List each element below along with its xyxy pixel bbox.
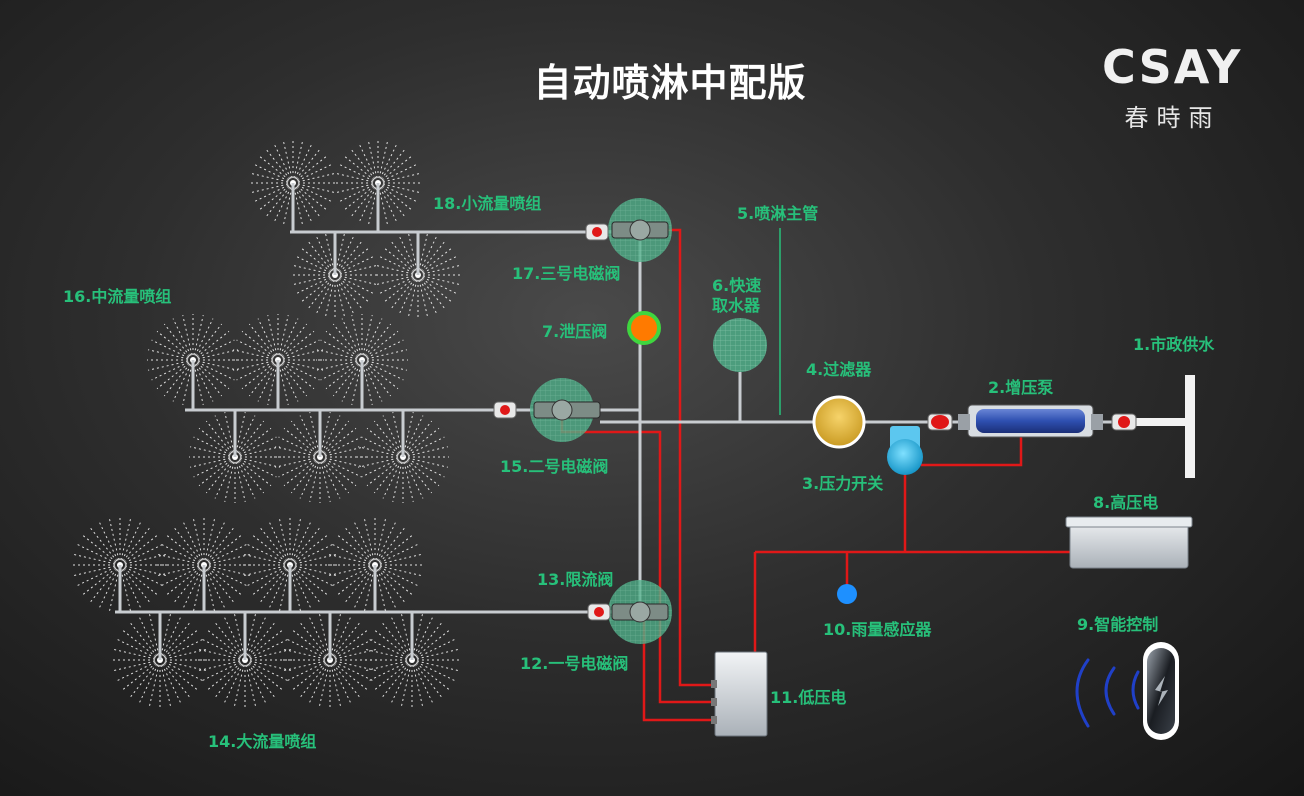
label-flow-limit-valve: 13.限流阀 bbox=[537, 570, 614, 589]
label-solenoid-2: 15.二号电磁阀 bbox=[500, 457, 609, 476]
label-solenoid-1: 12.一号电磁阀 bbox=[520, 654, 629, 673]
quick-water-intake[interactable] bbox=[713, 318, 767, 372]
solenoid-valve-2[interactable] bbox=[530, 378, 601, 442]
rain-sensor[interactable] bbox=[837, 584, 857, 604]
wire-solenoid-1 bbox=[642, 615, 715, 722]
medium-sprinkler-head bbox=[357, 411, 449, 503]
ball-valve-medium[interactable] bbox=[493, 401, 517, 419]
ball-valve-pump-in[interactable] bbox=[1111, 413, 1137, 431]
label-low-voltage: 11.低压电 bbox=[770, 688, 847, 707]
label-relief-valve: 7.泄压阀 bbox=[542, 322, 608, 341]
wire-pump-switch bbox=[921, 432, 1023, 467]
smart-control-device[interactable] bbox=[1143, 642, 1179, 740]
page-title: 自动喷淋中配版 bbox=[533, 61, 807, 105]
medium-sprinkler-head bbox=[316, 314, 408, 406]
csay-logo: CSAY bbox=[1102, 40, 1242, 92]
medium-sprinkler-head bbox=[232, 314, 324, 406]
large-sprinkler-head bbox=[242, 517, 338, 613]
label-pressure-switch: 3.压力开关 bbox=[802, 474, 884, 493]
high-voltage-box[interactable] bbox=[1065, 516, 1193, 569]
small-sprinkler-head bbox=[249, 139, 337, 227]
brand-chinese-name: 春時雨 bbox=[1124, 104, 1221, 132]
label-booster-pump: 2.增压泵 bbox=[988, 378, 1054, 397]
small-sprinkler-head bbox=[291, 231, 379, 319]
label-solenoid-3: 17.三号电磁阀 bbox=[512, 264, 621, 283]
booster-pump[interactable] bbox=[958, 404, 1103, 438]
label-quick-water-1: 6.快速 bbox=[712, 276, 762, 295]
label-smart-control: 9.智能控制 bbox=[1077, 615, 1159, 634]
large-sprinkler-head bbox=[72, 517, 168, 613]
label-filter: 4.过滤器 bbox=[806, 360, 872, 379]
large-sprinkler-head bbox=[364, 612, 460, 708]
pressure-switch[interactable] bbox=[887, 426, 923, 475]
brand-logo: CSAY 春時雨 bbox=[1100, 40, 1245, 132]
label-quick-water-2: 取水器 bbox=[712, 296, 761, 315]
large-sprinkler-head bbox=[327, 517, 423, 613]
large-sprinkler-head bbox=[197, 612, 293, 708]
solenoid-valve-1[interactable] bbox=[608, 580, 672, 644]
ball-valve-small[interactable] bbox=[585, 223, 609, 241]
label-large-group: 14.大流量喷组 bbox=[208, 732, 317, 751]
large-sprinkler-head bbox=[112, 612, 208, 708]
label-rain-sensor: 10.雨量感应器 bbox=[823, 620, 932, 639]
label-medium-group: 16.中流量喷组 bbox=[63, 287, 172, 306]
pressure-relief-valve[interactable] bbox=[627, 311, 661, 345]
label-high-voltage: 8.高压电 bbox=[1093, 493, 1159, 512]
wireless-signal-icon bbox=[1075, 658, 1140, 728]
label-small-group: 18.小流量喷组 bbox=[433, 194, 542, 213]
sprinkler-groups bbox=[72, 139, 462, 708]
low-voltage-controller[interactable] bbox=[711, 651, 768, 737]
logo-text: CSAY bbox=[1102, 40, 1242, 92]
label-main-pipe: 5.喷淋主管 bbox=[737, 204, 819, 223]
filter[interactable] bbox=[812, 395, 866, 449]
solenoid-valve-3[interactable] bbox=[608, 198, 672, 262]
ball-valve-pump-out[interactable] bbox=[927, 413, 953, 431]
flow-limit-valve[interactable] bbox=[587, 603, 611, 621]
label-supply: 1.市政供水 bbox=[1133, 335, 1215, 354]
medium-sprinkler-head bbox=[147, 314, 239, 406]
medium-sprinkler-head bbox=[189, 411, 281, 503]
